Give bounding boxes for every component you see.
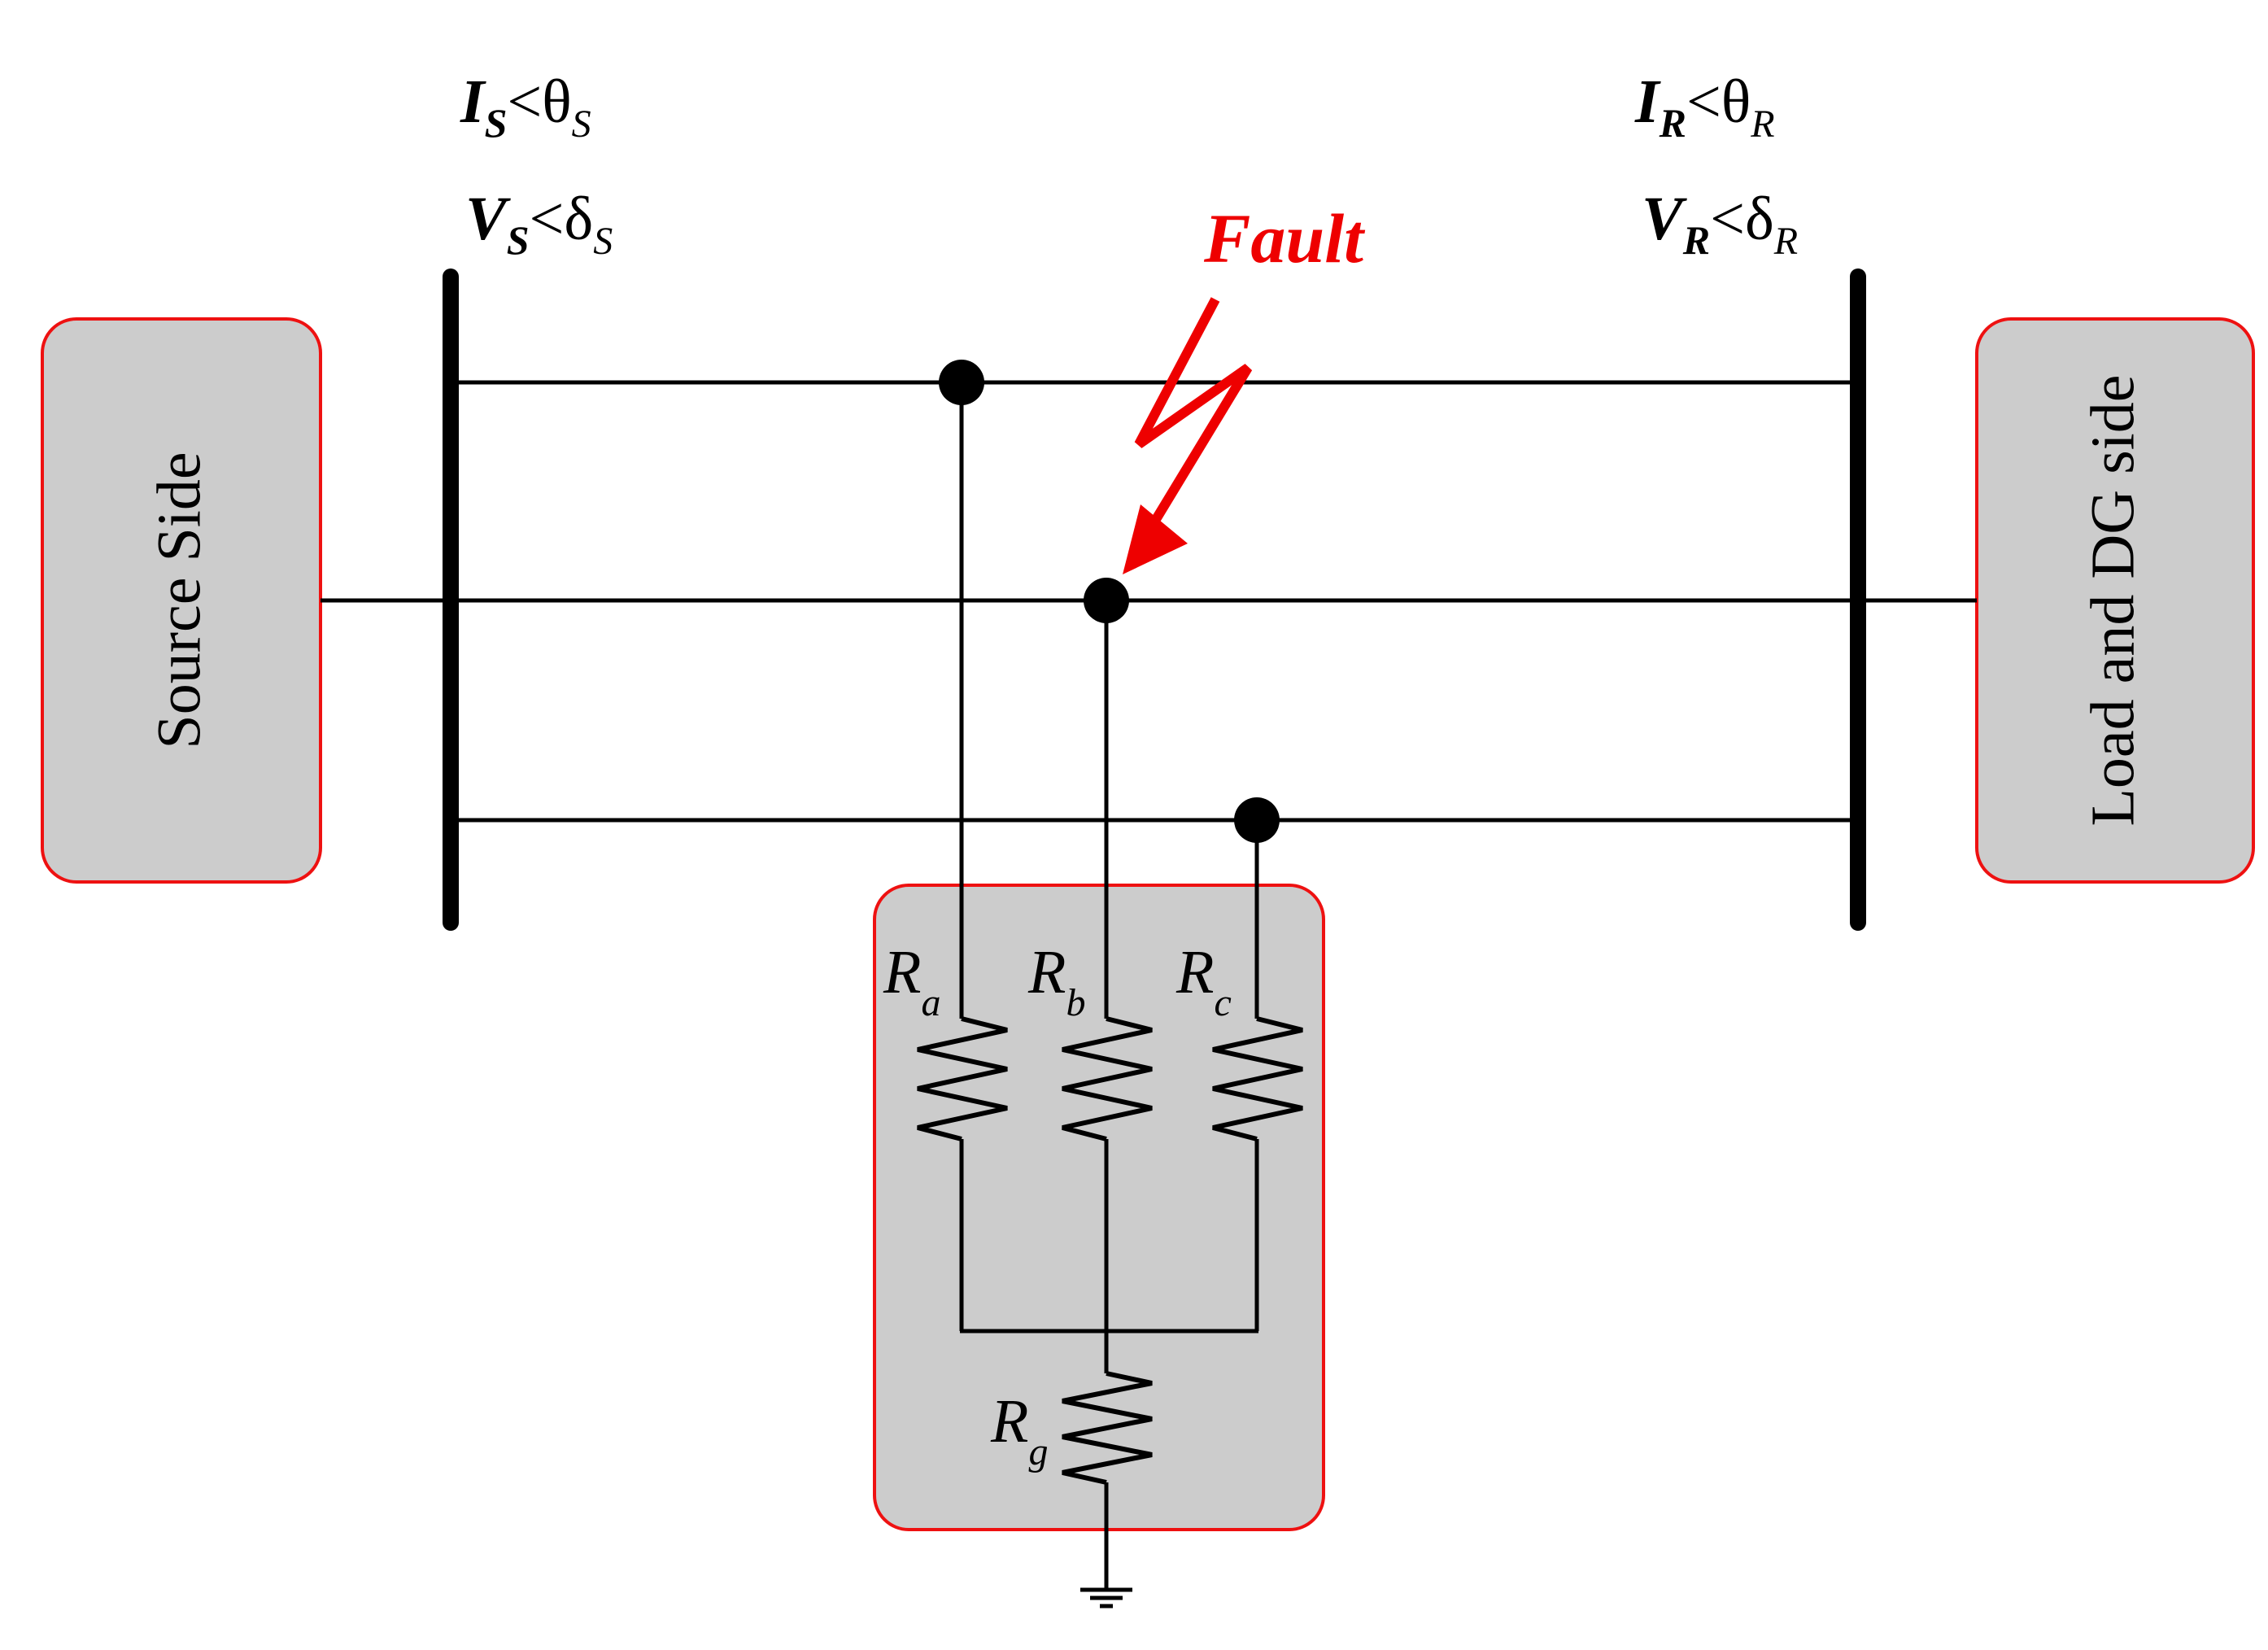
phase-a-fault-node — [939, 360, 984, 405]
receiving-current-label: IR<θR — [1634, 68, 1775, 146]
load-dg-side-box: Load and DG side — [1975, 317, 2255, 884]
fault-label: Fault — [1203, 199, 1366, 277]
resistor-rc-label: Rc — [1175, 938, 1232, 1024]
ground-icon — [1080, 1587, 1132, 1609]
sending-current-label: IS<θS — [460, 68, 591, 146]
resistor-ra-label: Ra — [883, 938, 940, 1024]
receiving-voltage-label: VR<δR — [1642, 185, 1798, 263]
resistor-rc — [1212, 1016, 1303, 1141]
source-side-box: Source Side — [41, 317, 322, 884]
fault-lightning-icon — [1123, 297, 1253, 574]
source-side-label: Source Side — [145, 452, 213, 749]
resistor-rb-label: Rb — [1027, 938, 1085, 1024]
phase-c-fault-node — [1234, 797, 1280, 843]
resistor-rg — [1062, 1371, 1153, 1485]
sending-voltage-label: VS<δS — [465, 185, 613, 263]
load-dg-side-label: Load and DG side — [2078, 374, 2147, 826]
fault-resistance-box — [873, 884, 1325, 1531]
resistor-rg-label: Rg — [990, 1387, 1048, 1473]
resistor-rb — [1062, 1016, 1153, 1141]
phase-b-fault-node — [1084, 578, 1129, 623]
resistor-ra — [917, 1016, 1008, 1141]
